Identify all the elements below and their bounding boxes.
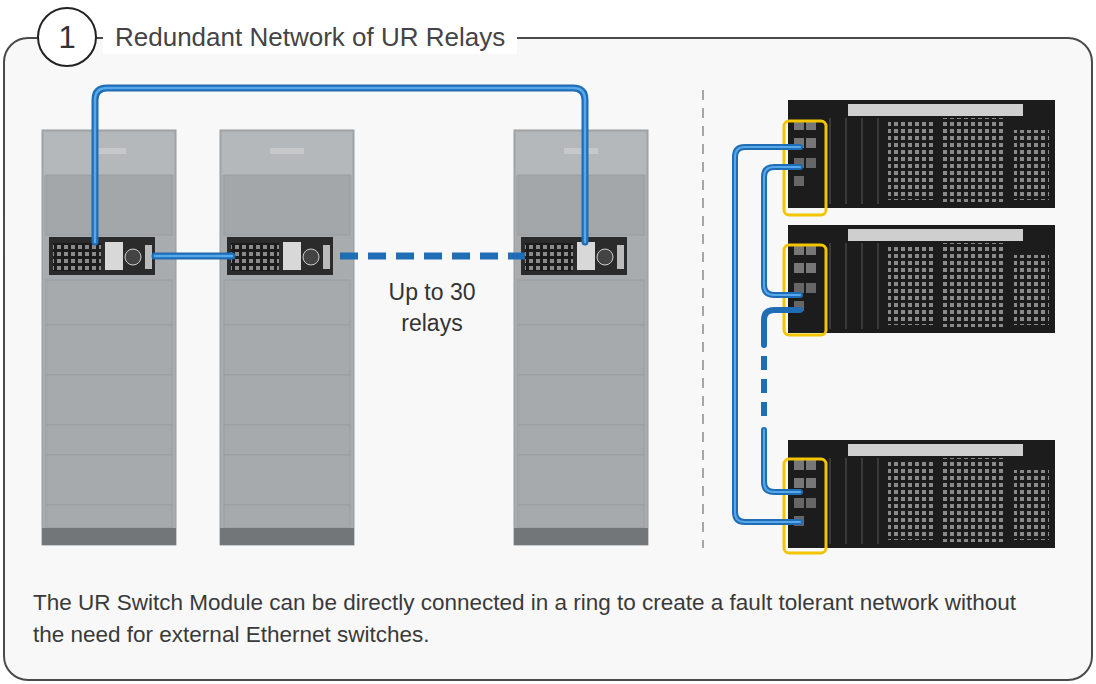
ur-relay: [521, 237, 627, 275]
cable-highlight: [764, 430, 800, 492]
cabinet: [42, 130, 176, 545]
caption-text: The UR Switch Module can be directly con…: [33, 587, 1038, 651]
separator: [702, 90, 704, 548]
switch-module-highlight: [784, 245, 826, 335]
cable-dashed: [340, 253, 525, 260]
cable-highlight: [735, 147, 800, 522]
cable: [764, 167, 800, 295]
ur-relay: [49, 237, 155, 275]
ring-cables-right: [735, 147, 800, 522]
cabinet: [514, 130, 648, 545]
ur-relay-front: [788, 440, 1055, 548]
cable: [95, 88, 585, 242]
cable-highlight: [764, 167, 800, 295]
cable: [764, 430, 800, 492]
cable: [155, 253, 232, 260]
cabinet: [220, 130, 354, 545]
cable-highlight: [95, 88, 585, 242]
panel-title: Redundant Network of UR Relays: [103, 20, 517, 54]
switch-module-highlight: [784, 459, 826, 553]
cable: [764, 310, 800, 345]
count-label: Up to 30 relays: [384, 277, 480, 339]
node-text: 1: [58, 22, 75, 53]
ur-relay-front: [788, 225, 1055, 333]
ur-relay: [227, 237, 333, 275]
cable-highlight: [155, 255, 232, 258]
callout-number: 1: [37, 7, 97, 67]
cable-dashed: [761, 356, 767, 420]
ur-relay-front: [788, 100, 1055, 208]
ring-cables-left: [95, 88, 585, 256]
cable: [735, 147, 800, 522]
panel-frame: [4, 38, 1092, 680]
